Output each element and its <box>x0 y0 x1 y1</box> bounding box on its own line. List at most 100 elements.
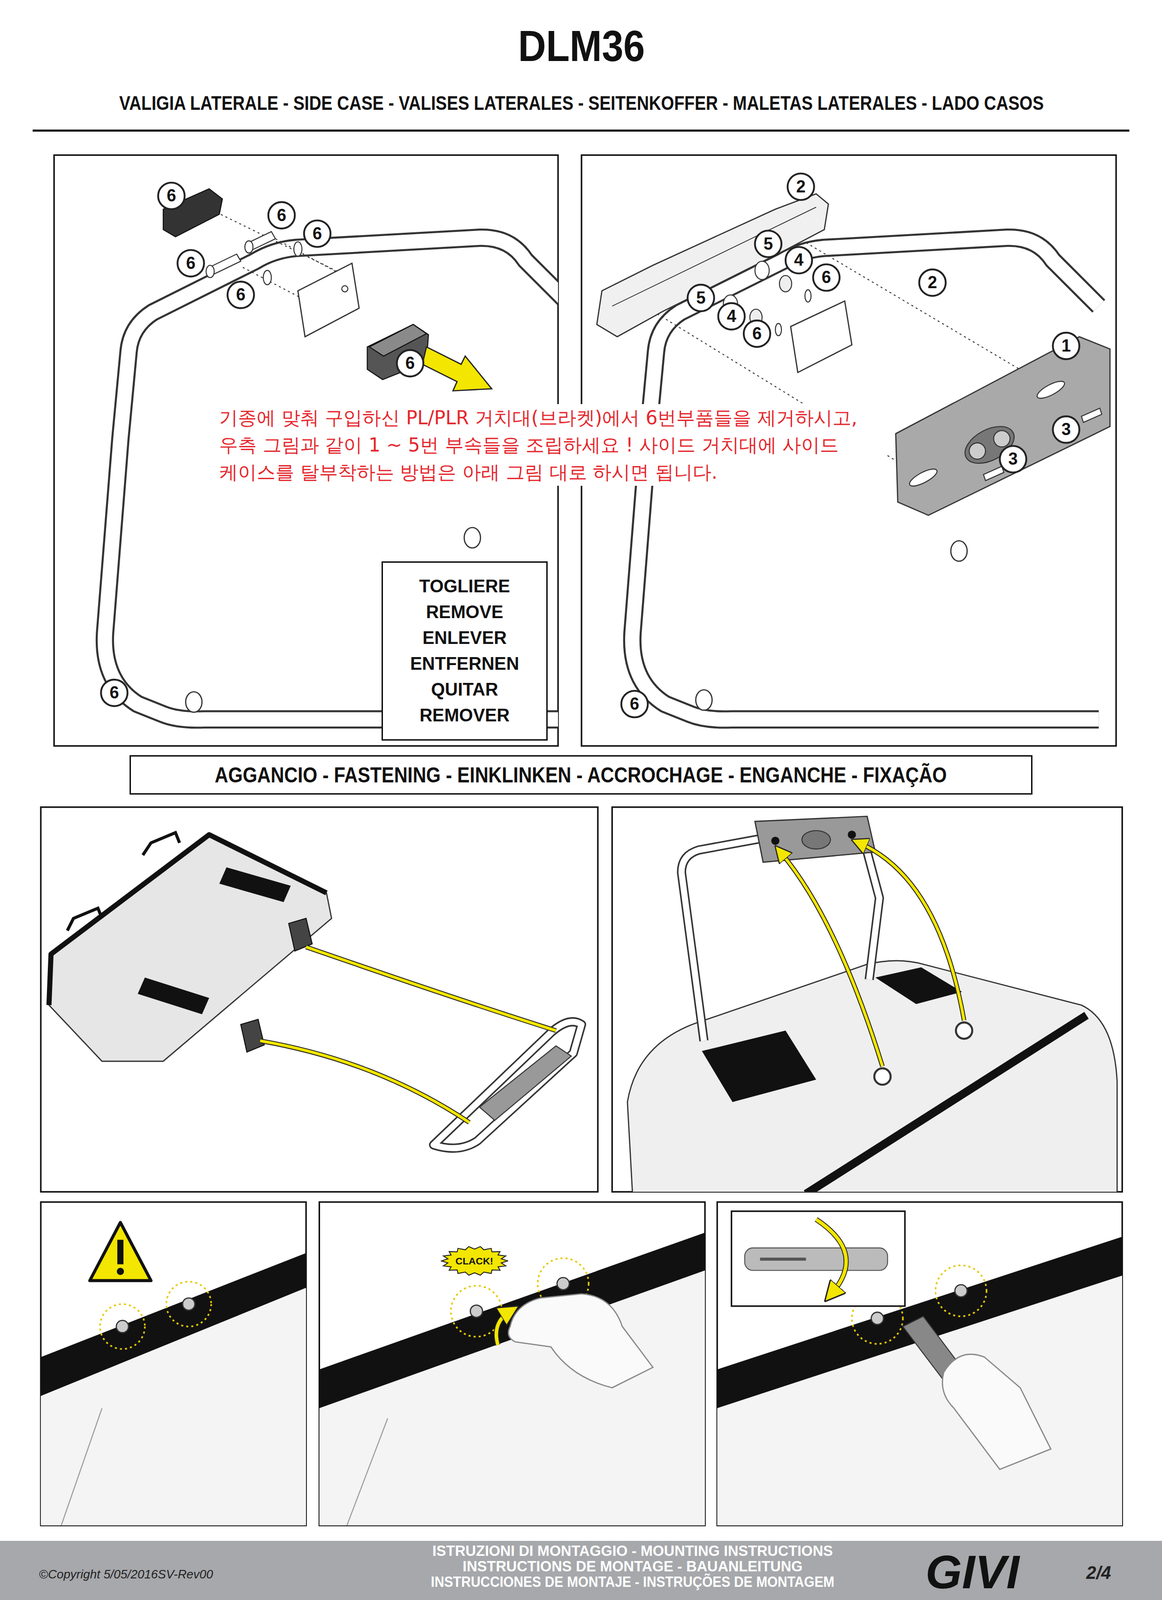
frame-knob <box>950 540 968 561</box>
hand <box>508 1293 653 1388</box>
adapter-edge <box>611 206 817 306</box>
section-band: AGGANCIO - FASTENING - EINKLINKEN - ACCR… <box>129 755 1033 795</box>
note-holder: 기종에 맞춰 구입하신 PL/PLR 거치대(브라켓)에서 6번부품들을 제거하… <box>219 404 886 486</box>
interior-edge <box>346 1418 388 1526</box>
callout-circle <box>1052 416 1080 444</box>
panel-frame <box>40 1201 306 1526</box>
callout-circle <box>177 250 205 277</box>
callout-circle <box>919 269 947 297</box>
inset-frame <box>731 1211 906 1307</box>
callout-number: 6 <box>109 684 119 702</box>
case-pin <box>557 1277 570 1290</box>
callout-holder: 1 <box>1061 337 1071 355</box>
bolt-head <box>244 240 253 253</box>
washer <box>775 323 782 336</box>
callout-holder: 6 <box>236 286 246 304</box>
starburst-shape <box>441 1246 508 1276</box>
case-pin-hole <box>874 1068 891 1085</box>
panel-frame <box>319 1201 705 1526</box>
callout-circle <box>621 690 649 718</box>
hook-plate <box>895 336 1111 515</box>
case-plate <box>702 1030 817 1102</box>
case-rim <box>48 834 327 1005</box>
callout-number: 6 <box>405 354 415 372</box>
case-pin <box>955 1284 968 1297</box>
footer-text-holder: INSTRUCCIONES DE MONTAJE - INSTRUÇÕES DE… <box>412 1574 853 1591</box>
case-plate <box>219 867 291 903</box>
callout-circle <box>755 230 782 258</box>
bracket-tube <box>681 838 880 1041</box>
case-rim <box>319 1232 705 1408</box>
case-handle <box>142 832 180 856</box>
case-plate <box>137 977 209 1015</box>
callout-number: 6 <box>185 254 196 272</box>
case-hook <box>240 1019 265 1053</box>
callout-holder: 3 <box>1008 450 1018 468</box>
callout-circle <box>787 173 815 201</box>
clip-block-top <box>369 324 427 356</box>
callout-holder: 6 <box>821 268 832 286</box>
callout-number: 4 <box>726 307 737 325</box>
callout-holder: 6 <box>629 695 640 713</box>
callout-circle <box>785 246 813 274</box>
warning-mark <box>117 1239 124 1265</box>
turn-arrow <box>816 1219 847 1294</box>
korean-note: 기종에 맞춰 구입하신 PL/PLR 거치대(브라켓)에서 6번부품들을 제거하… <box>219 404 886 486</box>
callout-circle <box>268 201 296 229</box>
callout-holder: 4 <box>726 307 737 325</box>
callout-circle <box>687 284 715 312</box>
yellow-guide <box>305 947 557 1031</box>
interior-edge <box>61 1407 102 1526</box>
adapter-bar <box>596 193 829 337</box>
callout-holder: 5 <box>763 235 773 253</box>
page-title: DLM36 <box>518 24 645 68</box>
callout-holder: 6 <box>185 254 196 272</box>
callout-number: 3 <box>1008 450 1018 468</box>
callout-holder: 6 <box>405 354 415 372</box>
callout-circle <box>304 220 331 248</box>
case-pin <box>470 1305 483 1318</box>
callout-holder: 2 <box>927 274 938 291</box>
press-arrow <box>496 1311 511 1346</box>
mount-plate <box>298 263 360 337</box>
callout-circle <box>999 445 1027 473</box>
callout-holder: 6 <box>276 206 287 224</box>
case-rim <box>717 1236 1123 1408</box>
dashed-guide <box>775 224 1051 388</box>
yellow-guide <box>780 851 883 1067</box>
screw <box>1081 408 1102 423</box>
case-hooking-art <box>48 832 582 1148</box>
case-handle <box>67 908 102 931</box>
frame-knob <box>185 691 203 712</box>
callout-number: 6 <box>821 268 832 286</box>
band-text: AGGANCIO - FASTENING - EINKLINKEN - ACCR… <box>214 763 948 788</box>
plate-hole <box>341 285 348 292</box>
case-rim <box>40 1253 306 1396</box>
callout-holder: 6 <box>312 225 322 243</box>
footer-text: INSTRUCTIONS DE MONTAGE - BAUANLEITUNG <box>462 1559 803 1575</box>
plate-hole <box>969 443 986 460</box>
yellow-guide <box>305 947 557 1031</box>
callout-circle <box>1052 332 1080 360</box>
hook-slot <box>1034 378 1067 402</box>
callout-number: 4 <box>794 251 804 269</box>
callout-circle <box>158 182 185 210</box>
spacer <box>755 261 770 280</box>
yellow-guide <box>780 851 883 1067</box>
remove-box: TOGLIERE REMOVE ENLEVER ENTFERNEN QUITAR… <box>381 561 548 741</box>
warning-panel-art <box>40 1222 306 1526</box>
key-panel-art <box>717 1211 1123 1526</box>
case-rim <box>805 1015 1087 1192</box>
plate-cutout <box>958 419 1020 472</box>
footer-text-holder: ISTRUZIONI DI MONTAGGIO - MOUNTING INSTR… <box>432 1543 834 1560</box>
callout-holder: 6 <box>166 187 176 205</box>
clip-block <box>367 324 429 380</box>
callout-circle <box>227 281 255 309</box>
hook-plate <box>755 816 876 863</box>
header-rule <box>32 129 1130 132</box>
callout-number: 3 <box>1061 420 1071 438</box>
clack-burst: CLACK! <box>440 1246 509 1276</box>
callout-number: 6 <box>629 695 640 713</box>
callout-number: 6 <box>752 325 762 343</box>
